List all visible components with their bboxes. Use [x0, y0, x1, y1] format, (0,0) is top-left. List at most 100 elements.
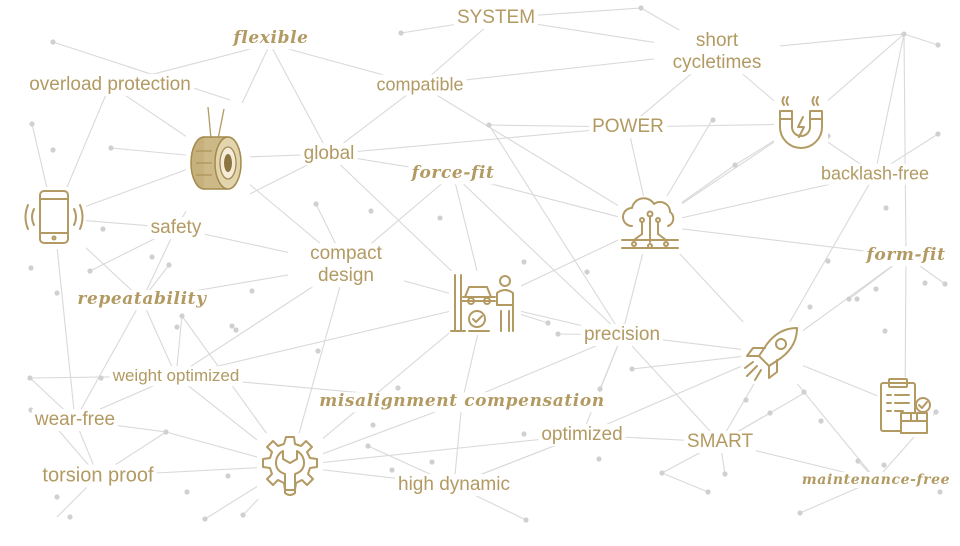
network-node-dot — [225, 473, 231, 479]
network-node-dot — [87, 268, 93, 274]
network-node-dot — [933, 409, 939, 415]
network-line — [461, 334, 623, 403]
label-short-cycletimes-line1: short — [695, 30, 739, 52]
network-line — [661, 472, 709, 493]
network-node-dot — [732, 162, 738, 168]
network-node-dot — [883, 205, 889, 211]
network-node-dot — [398, 30, 404, 36]
label-overload-protection: overload protection — [26, 74, 194, 96]
network-node-dot — [825, 258, 831, 264]
network-node-dot — [881, 462, 887, 468]
network-node-dot — [659, 470, 665, 476]
label-form-fit: form-fit — [863, 246, 949, 266]
network-node-dot — [882, 328, 888, 334]
network-line — [328, 84, 421, 155]
network-node-dot — [28, 265, 34, 271]
network-node-dot — [873, 286, 879, 292]
network-node-dot — [29, 121, 35, 127]
label-flexible: flexible — [230, 29, 312, 49]
network-node-dot — [370, 422, 376, 428]
label-safety: safety — [147, 217, 205, 239]
network-node-dot — [184, 489, 190, 495]
network-node-dot — [629, 366, 635, 372]
network-node-dot — [315, 348, 321, 354]
network-node-dot — [233, 327, 239, 333]
network-node-dot — [395, 385, 401, 391]
network-line — [581, 352, 773, 436]
network-line — [419, 84, 651, 226]
network-node-dot — [365, 443, 371, 449]
network-node-dot — [202, 516, 208, 522]
network-node-dot — [429, 459, 435, 465]
network-node-dot — [596, 456, 602, 462]
network-node-dot — [179, 313, 185, 319]
network-node-dot — [797, 510, 803, 516]
network-node-dot — [638, 5, 644, 11]
car-lift-mechanic-icon — [449, 271, 521, 335]
network-node-dot — [163, 429, 169, 435]
network-node-dot — [597, 386, 603, 392]
network-node-dot — [50, 39, 56, 45]
label-maintenance-free: maintenance-free — [798, 471, 954, 489]
network-line — [419, 17, 497, 86]
network-node-dot — [743, 397, 749, 403]
label-compatible: compatible — [373, 74, 467, 96]
network-line — [488, 124, 623, 336]
label-global: global — [300, 143, 358, 165]
label-compact-design: compact design — [288, 243, 404, 287]
label-compact-design-line2: design — [318, 265, 374, 286]
network-line — [175, 302, 486, 377]
label-weight-optimized: weight optimized — [109, 366, 243, 386]
label-system: SYSTEM — [453, 7, 539, 29]
label-torsion-proof: torsion proof — [39, 464, 157, 488]
network-node-dot — [249, 288, 255, 294]
network-node-dot — [767, 410, 773, 416]
network-node-dot — [521, 431, 527, 437]
network-node-dot — [584, 269, 590, 275]
network-line — [621, 334, 721, 443]
label-power: POWER — [589, 116, 667, 138]
network-node-dot — [846, 296, 852, 302]
cloud-network-icon — [618, 196, 682, 254]
network-node-dot — [935, 42, 941, 48]
network-node-dot — [240, 512, 246, 518]
network-node-dot — [555, 331, 561, 337]
network-node-dot — [807, 304, 813, 310]
label-backlash-free: backlash-free — [817, 163, 933, 185]
network-node-dot — [174, 324, 180, 330]
network-node-dot — [801, 389, 807, 395]
network-node-dot — [855, 458, 861, 464]
network-line — [52, 41, 231, 101]
network-line — [874, 33, 905, 175]
network-node-dot — [922, 280, 928, 286]
label-force-fit: force-fit — [408, 164, 498, 184]
network-node-dot — [437, 215, 443, 221]
network-node-dot — [368, 208, 374, 214]
network-node-dot — [108, 145, 114, 151]
network-line — [53, 217, 76, 421]
network-line — [175, 315, 183, 377]
network-node-dot — [27, 375, 33, 381]
network-node-dot — [523, 517, 529, 523]
network-line — [289, 264, 347, 467]
label-smart: SMART — [683, 431, 757, 453]
network-line — [452, 173, 623, 336]
network-node-dot — [545, 320, 551, 326]
network-node-dot — [854, 296, 860, 302]
smartphone-vibrate-icon — [22, 187, 86, 249]
network-node-dot — [722, 471, 728, 477]
label-high-dynamic: high dynamic — [395, 474, 513, 496]
magnet-icon — [774, 95, 828, 153]
network-line — [328, 126, 629, 155]
network-node-dot — [98, 375, 104, 381]
network-line — [289, 434, 583, 467]
network-node-dot — [521, 259, 527, 265]
network-node-dot — [166, 262, 172, 268]
network-node-dot — [710, 117, 716, 123]
label-short-cycletimes: short cycletimes — [654, 30, 780, 74]
network-line — [453, 401, 463, 486]
wrench-gear-icon — [257, 433, 323, 499]
network-line — [74, 299, 143, 421]
